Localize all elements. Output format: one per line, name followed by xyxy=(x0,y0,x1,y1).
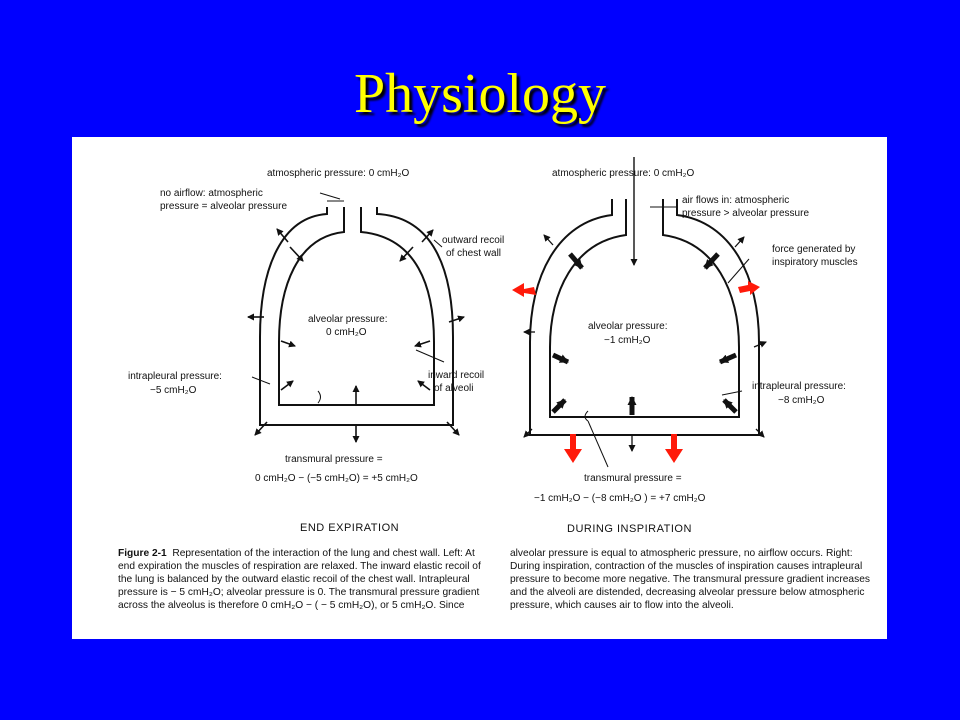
right-alveolar-value: −1 cmH₂O xyxy=(604,335,651,346)
right-intrapleural-value: −8 cmH₂O xyxy=(778,395,825,406)
left-outward-arrows xyxy=(247,228,465,443)
left-inward-recoil-label-2: of alveoli xyxy=(434,383,473,394)
left-intrapleural-label: intrapleural pressure: xyxy=(128,371,222,382)
right-lung-diagram: atmospheric pressure: 0 cmH₂O air flows … xyxy=(512,157,858,535)
left-intrapleural-value: −5 cmH₂O xyxy=(150,385,197,396)
right-transmural-label: transmural pressure = xyxy=(584,473,682,484)
slide-title: Physiology xyxy=(353,63,607,125)
left-alveolar-value: 0 cmH₂O xyxy=(326,327,367,338)
right-chest-wall xyxy=(529,199,760,436)
lung-chest-wall-figure: atmospheric pressure: 0 cmH₂O no airflow… xyxy=(72,137,887,639)
right-force-label-2: inspiratory muscles xyxy=(772,257,858,268)
left-no-airflow-label: no airflow: atmospheric xyxy=(160,188,263,199)
right-alveolar-label: alveolar pressure: xyxy=(588,321,667,332)
left-alveolar-label: alveolar pressure: xyxy=(308,314,387,325)
right-alveolus-wall xyxy=(549,199,740,418)
left-alveolus-wall xyxy=(278,207,435,406)
left-outward-recoil-label: outward recoil xyxy=(442,235,504,246)
left-inward-arrows xyxy=(280,246,431,405)
right-air-flows-label: air flows in: atmospheric xyxy=(682,195,789,206)
right-force-label: force generated by xyxy=(772,244,855,255)
left-inward-recoil-label: inward recoil xyxy=(428,370,484,381)
inspiratory-force-arrows xyxy=(512,281,760,463)
right-air-flows-label-2: pressure > alveolar pressure xyxy=(682,208,809,219)
left-no-airflow-label-2: pressure = alveolar pressure xyxy=(160,201,287,212)
right-panel-heading: DURING INSPIRATION xyxy=(567,523,692,535)
right-intrapleural-label: intrapleural pressure: xyxy=(752,381,846,392)
left-panel-heading: END EXPIRATION xyxy=(300,522,399,534)
left-lung-diagram: atmospheric pressure: 0 cmH₂O no airflow… xyxy=(128,168,504,534)
right-transmural-equation: −1 cmH₂O − (−8 cmH₂O ) = +7 cmH₂O xyxy=(534,493,706,504)
left-atmospheric-label: atmospheric pressure: 0 cmH₂O xyxy=(267,168,409,179)
left-transmural-label: transmural pressure = xyxy=(285,454,383,465)
left-transmural-equation: 0 cmH₂O − (−5 cmH₂O) = +5 cmH₂O xyxy=(255,473,418,484)
caption-left-text: Representation of the interaction of the… xyxy=(118,548,481,611)
figure-diagram: atmospheric pressure: 0 cmH₂O no airflow… xyxy=(128,157,858,535)
caption-right-text: alveolar pressure is equal to atmospheri… xyxy=(510,548,870,611)
left-outward-recoil-label-2: of chest wall xyxy=(446,248,501,259)
caption-figure-label: Figure 2-1 xyxy=(118,548,167,559)
caption-left-column: Figure 2-1 Representation of the interac… xyxy=(118,547,488,612)
right-atmospheric-label: atmospheric pressure: 0 cmH₂O xyxy=(552,168,694,179)
caption-right-column: alveolar pressure is equal to atmospheri… xyxy=(510,547,880,612)
